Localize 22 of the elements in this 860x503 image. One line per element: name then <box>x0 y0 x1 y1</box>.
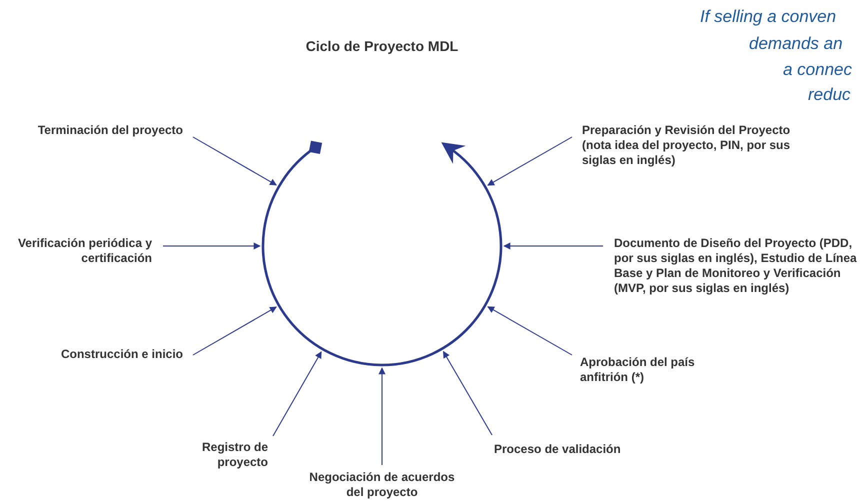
cut-off-text: demands an <box>749 33 843 55</box>
arrow <box>192 306 277 356</box>
cut-off-text: a connec <box>783 59 852 81</box>
step-label: Negociación de acuerdos del proyecto <box>307 470 457 500</box>
cut-off-text: reduc <box>808 84 851 106</box>
step-label: Verificación periódica y certificación <box>0 236 152 266</box>
step-label: Construcción e inicio <box>3 347 183 362</box>
step-label: Preparación y Revisión del Proyecto (nota idea del proyecto, PIN, por sus siglas en inglés) <box>582 123 822 168</box>
arrow <box>272 351 322 436</box>
arrow <box>487 306 572 356</box>
arrow <box>487 136 572 186</box>
cut-off-text: If selling a conven <box>700 6 836 28</box>
step-label: Registro de proyecto <box>168 440 268 470</box>
step-label: Documento de Diseño del Proyecto (PDD, por sus siglas en inglés), Estudio de Línea Base y Plan de Monitoreo y Verificación (MVP, por sus siglas en inglés) <box>614 236 860 296</box>
arrow <box>162 242 261 250</box>
arrow <box>503 242 604 250</box>
step-label: Aprobación del país anfitrión (*) <box>580 355 720 385</box>
arrow <box>442 350 492 436</box>
step-label: Proceso de validación <box>494 442 644 457</box>
arrow <box>378 367 386 466</box>
arrow <box>192 136 277 186</box>
step-label: Terminación del proyecto <box>0 123 183 138</box>
